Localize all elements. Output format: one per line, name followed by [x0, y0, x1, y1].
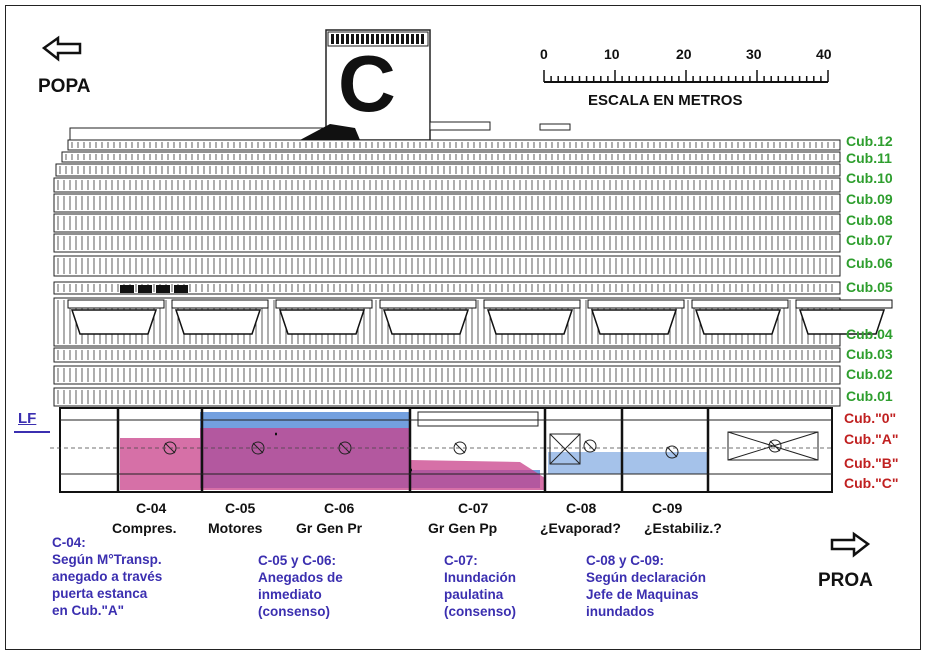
funnel [325, 29, 431, 141]
deck-label-cub09: Cub.09 [846, 191, 893, 207]
flooded-area-blue-forward [548, 452, 708, 474]
compartment-id: C-04 [136, 500, 167, 516]
deck-label-cub11: Cub.11 [846, 150, 892, 166]
deck-label-cub12: Cub.12 [846, 133, 893, 149]
note-line: C-04: [52, 535, 86, 550]
note-line: Según declaración [586, 570, 707, 585]
bow-label: PROA [818, 570, 873, 591]
compartment-name: Gr Gen Pp [428, 520, 498, 536]
compartment-id: C-08 [566, 500, 597, 516]
note-line: Inundación [444, 570, 516, 585]
right-arrow-icon [830, 531, 871, 558]
deck-label-lower: Cub."B" [844, 455, 899, 471]
note-line: Jefe de Maquinas [586, 587, 699, 602]
funnel-logo: C [338, 39, 396, 128]
scale-tick-30: 30 [746, 46, 762, 62]
compartment-name: Compres. [112, 520, 177, 536]
stern-label: POPA [38, 76, 91, 97]
waterline-label: LF [18, 410, 37, 427]
scale-caption: ESCALA EN METROS [588, 92, 743, 109]
note-line: C-05 y C-06: [258, 553, 337, 568]
superstructure-decks [53, 121, 893, 407]
scale-tick-0: 0 [540, 46, 548, 62]
scale-tick-40: 40 [816, 46, 832, 62]
compartment-id: C-09 [652, 500, 683, 516]
note-line: (consenso) [444, 604, 517, 619]
deck-label-cub04: Cub.04 [846, 326, 893, 342]
deck-label-lower: Cub."0" [844, 410, 897, 426]
note-c07: C-07: Inundación paulatina (consenso) [444, 552, 554, 620]
note-line: inmediato [258, 587, 322, 602]
note-line: (consenso) [258, 604, 331, 619]
deck-label-lower: Cub."C" [844, 475, 899, 491]
compartment-id: C-05 [225, 500, 256, 516]
note-line: puerta estanca [52, 586, 148, 601]
compartment-id: C-07 [458, 500, 489, 516]
compartment-name: ¿Estabiliz.? [644, 520, 722, 536]
deck-label-cub01: Cub.01 [846, 388, 893, 404]
deck-label-cub02: Cub.02 [846, 366, 893, 382]
deck-label-cub03: Cub.03 [846, 346, 893, 362]
note-line: Anegados de [258, 570, 343, 585]
deck-label-cub10: Cub.10 [846, 170, 893, 186]
note-line: en Cub."A" [52, 603, 125, 618]
note-line: inundados [586, 604, 655, 619]
left-arrow-icon [41, 35, 82, 62]
note-line: C-08 y C-09: [586, 553, 665, 568]
note-c05-c06: C-05 y C-06: Anegados de inmediato (consens… [258, 552, 398, 620]
compartment-name: Motores [208, 520, 263, 536]
scale-bar [543, 70, 829, 83]
compartment-name: Gr Gen Pr [296, 520, 363, 536]
compartment-name: ¿Evaporad? [540, 520, 621, 536]
deck-label-cub06: Cub.06 [846, 255, 893, 271]
scale-tick-20: 20 [676, 46, 692, 62]
diagram-frame [5, 5, 921, 650]
deck-label-cub05: Cub.05 [846, 279, 893, 295]
deck-label-lower: Cub."A" [844, 431, 899, 447]
note-line: Según M°Transp. [52, 552, 162, 567]
deck-label-cub08: Cub.08 [846, 212, 893, 228]
note-line: C-07: [444, 553, 478, 568]
note-line: paulatina [444, 587, 504, 602]
note-line: anegado a través [52, 569, 163, 584]
deck-label-cub07: Cub.07 [846, 232, 893, 248]
compartment-id: C-06 [324, 500, 355, 516]
note-c04: C-04: Según M°Transp. anegado a través puer… [52, 534, 202, 619]
scale-tick-10: 10 [604, 46, 620, 62]
hull-lower-section [59, 407, 833, 493]
